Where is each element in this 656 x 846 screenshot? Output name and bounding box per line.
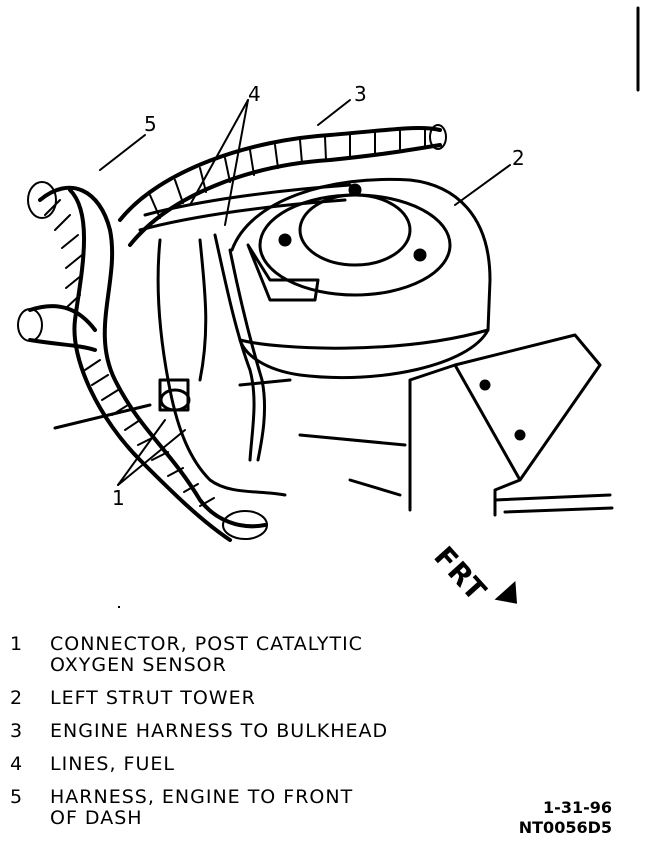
legend-text: HARNESS, ENGINE TO FRONT OF DASH xyxy=(50,786,354,829)
engine-harness-5 xyxy=(38,185,267,529)
callout-4: 4 xyxy=(248,82,261,106)
strut-mount xyxy=(298,193,412,267)
leader-1b xyxy=(117,429,186,486)
fuel-line-4b xyxy=(138,198,347,232)
leader-1a xyxy=(117,419,166,486)
legend-number: 3 xyxy=(10,720,24,742)
leader-3 xyxy=(317,99,351,126)
legend-text: LINES, FUEL xyxy=(50,753,175,775)
figure-code: NT0056D5 xyxy=(518,818,612,837)
leader-5 xyxy=(99,134,146,171)
body-panel xyxy=(408,333,602,517)
legend: 1 CONNECTOR, POST CATALYTIC OXYGEN SENSO… xyxy=(10,634,470,841)
callout-1: 1 xyxy=(112,486,125,510)
legend-text: LEFT STRUT TOWER xyxy=(50,687,256,709)
callout-3: 3 xyxy=(354,82,367,106)
legend-text: ENGINE HARNESS TO BULKHEAD xyxy=(50,720,389,742)
fuel-line-4a xyxy=(143,183,352,217)
legend-number: 2 xyxy=(10,687,24,709)
leader-4a xyxy=(189,99,249,206)
callout-5: 5 xyxy=(144,112,157,136)
engine-compartment-diagram: 1 2 3 4 5 FRT xyxy=(17,6,640,614)
bracket xyxy=(246,243,320,302)
legend-item: 5 HARNESS, ENGINE TO FRONT OF DASH xyxy=(10,787,470,829)
stray-dot xyxy=(118,606,120,608)
legend-item: 1 CONNECTOR, POST CATALYTIC OXYGEN SENSO… xyxy=(10,634,470,676)
legend-number: 4 xyxy=(10,753,24,775)
legend-item: 2 LEFT STRUT TOWER xyxy=(10,688,470,709)
callout-2: 2 xyxy=(512,146,525,170)
figure-id: 1-31-96 NT0056D5 xyxy=(519,798,612,838)
legend-number: 5 xyxy=(10,786,24,808)
diagram-drawing xyxy=(17,6,640,542)
figure-date: 1-31-96 xyxy=(543,798,612,817)
leader-4b xyxy=(224,99,249,226)
legend-item: 4 LINES, FUEL xyxy=(10,754,470,775)
legend-text: CONNECTOR, POST CATALYTIC OXYGEN SENSOR xyxy=(50,633,363,676)
engine-harness-3 xyxy=(118,125,442,222)
legend-number: 1 xyxy=(10,633,24,655)
leader-2 xyxy=(454,164,511,206)
legend-item: 3 ENGINE HARNESS TO BULKHEAD xyxy=(10,721,470,742)
